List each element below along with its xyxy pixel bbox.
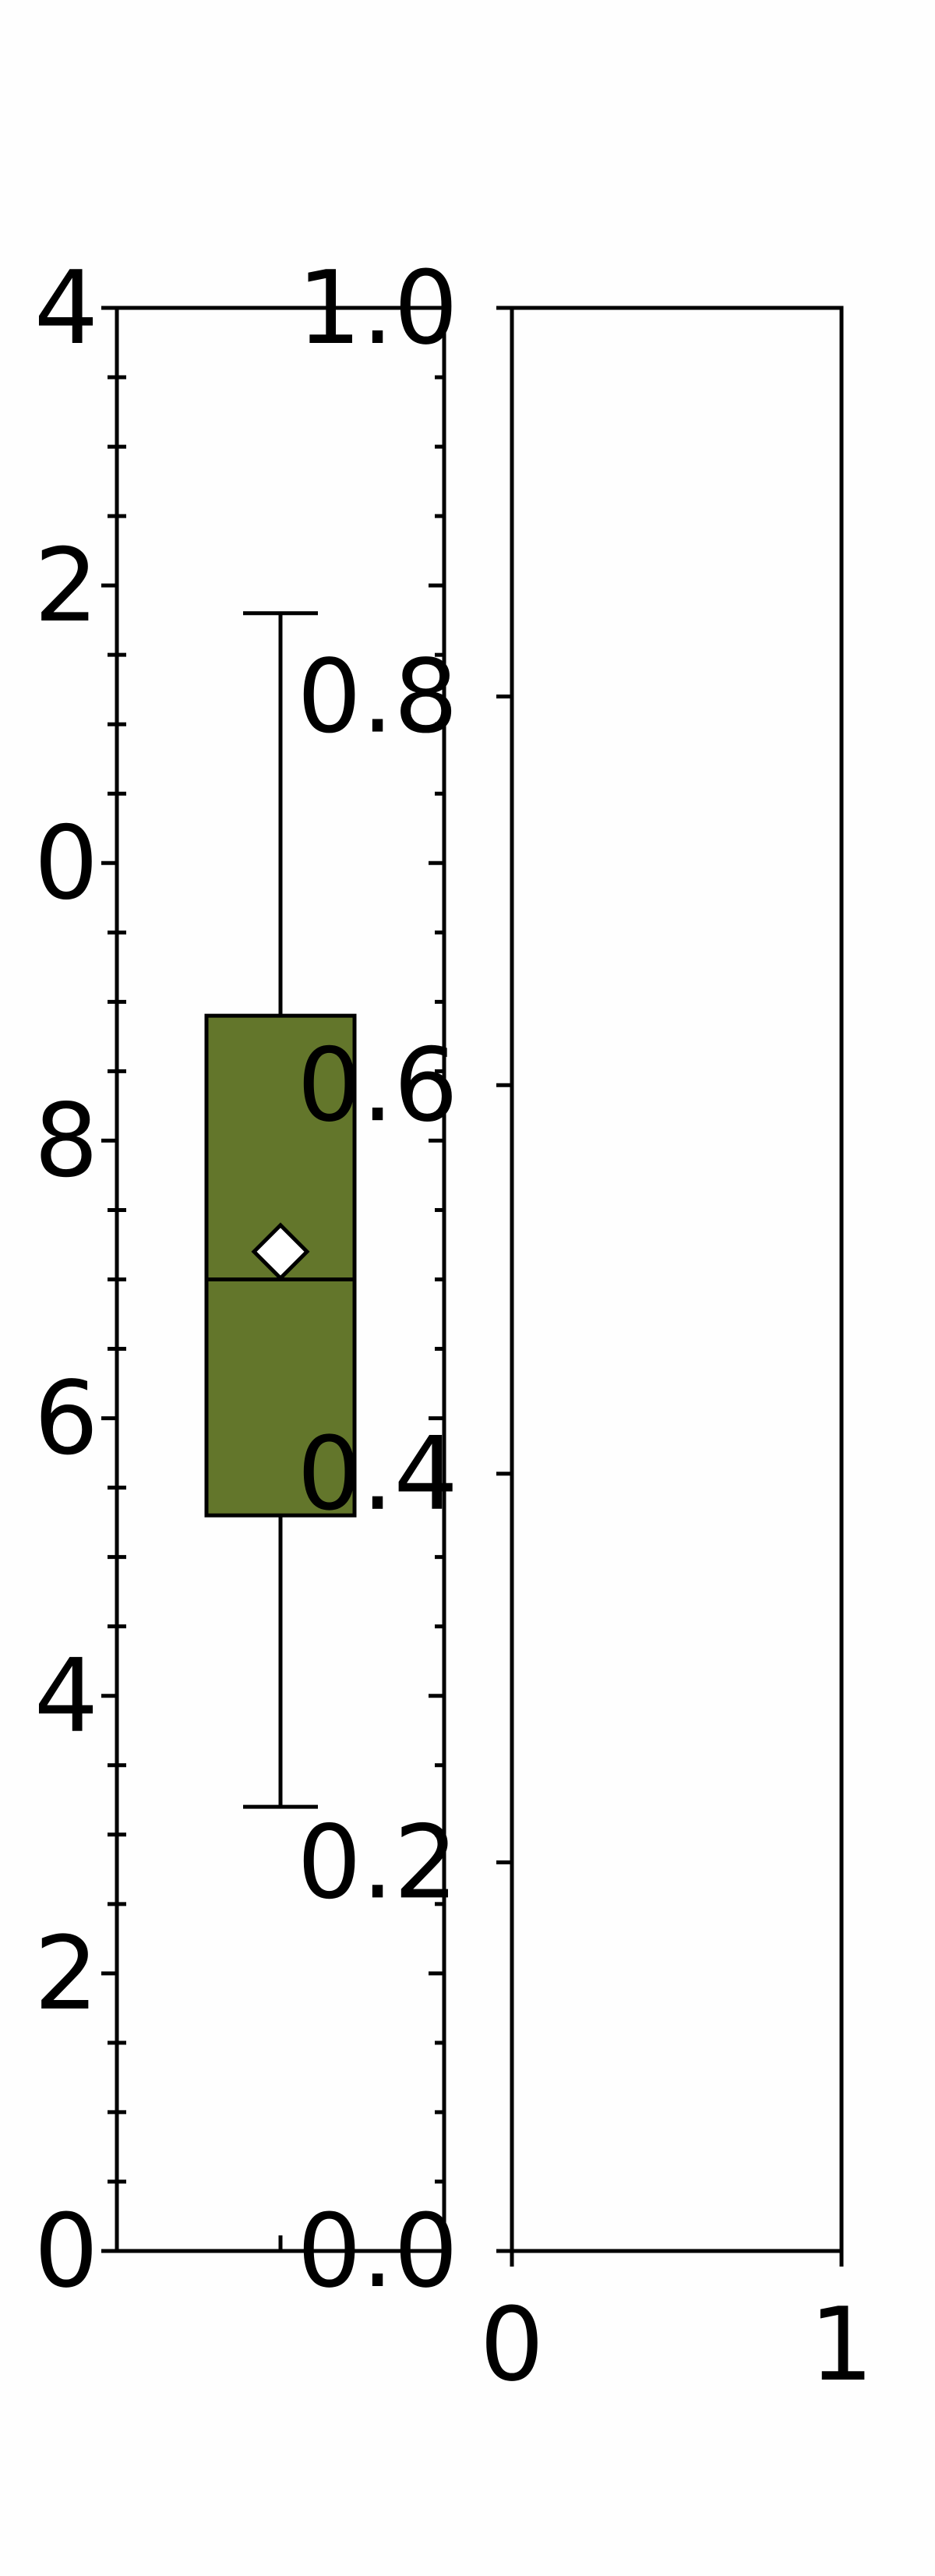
left-y-tick-label: 0 [34, 804, 99, 922]
right-y-tick-label: 0.8 [297, 638, 458, 756]
left-y-tick-label: 2 [34, 526, 99, 645]
right-y-tick-label: 0.4 [297, 1415, 458, 1533]
right-x-tick-label: 0 [480, 2285, 545, 2404]
right-x-tick-label: 1 [810, 2285, 874, 2404]
right-y-tick-label: 0.0 [297, 2192, 458, 2310]
box-plot-panel: 0 2 4 6 8 0 2 4 [34, 249, 446, 2310]
right-y-tick-label: 0.2 [297, 1803, 458, 1921]
left-y-tick-label: 8 [34, 1081, 99, 1200]
empty-axes-panel: 0.0 0.2 0.4 0.6 0.8 1.0 0 1 [297, 249, 873, 2404]
left-y-tick-label: 6 [34, 1359, 99, 1478]
box-plot-group [204, 611, 357, 1809]
left-y-tick-label: 0 [34, 2192, 99, 2310]
right-axis-frame [510, 306, 844, 2253]
mean-marker [251, 1222, 310, 1281]
left-y-tick-label: 2 [34, 1914, 99, 2033]
left-y-tick-group: 0 2 4 6 8 0 2 4 [34, 249, 444, 2310]
left-y-tick-label: 4 [34, 1637, 99, 1755]
right-y-tick-label: 1.0 [297, 249, 458, 367]
right-tick-group: 0.0 0.2 0.4 0.6 0.8 1.0 0 1 [297, 249, 873, 2404]
left-y-tick-label: 4 [34, 249, 99, 367]
right-y-tick-label: 0.6 [297, 1026, 458, 1144]
